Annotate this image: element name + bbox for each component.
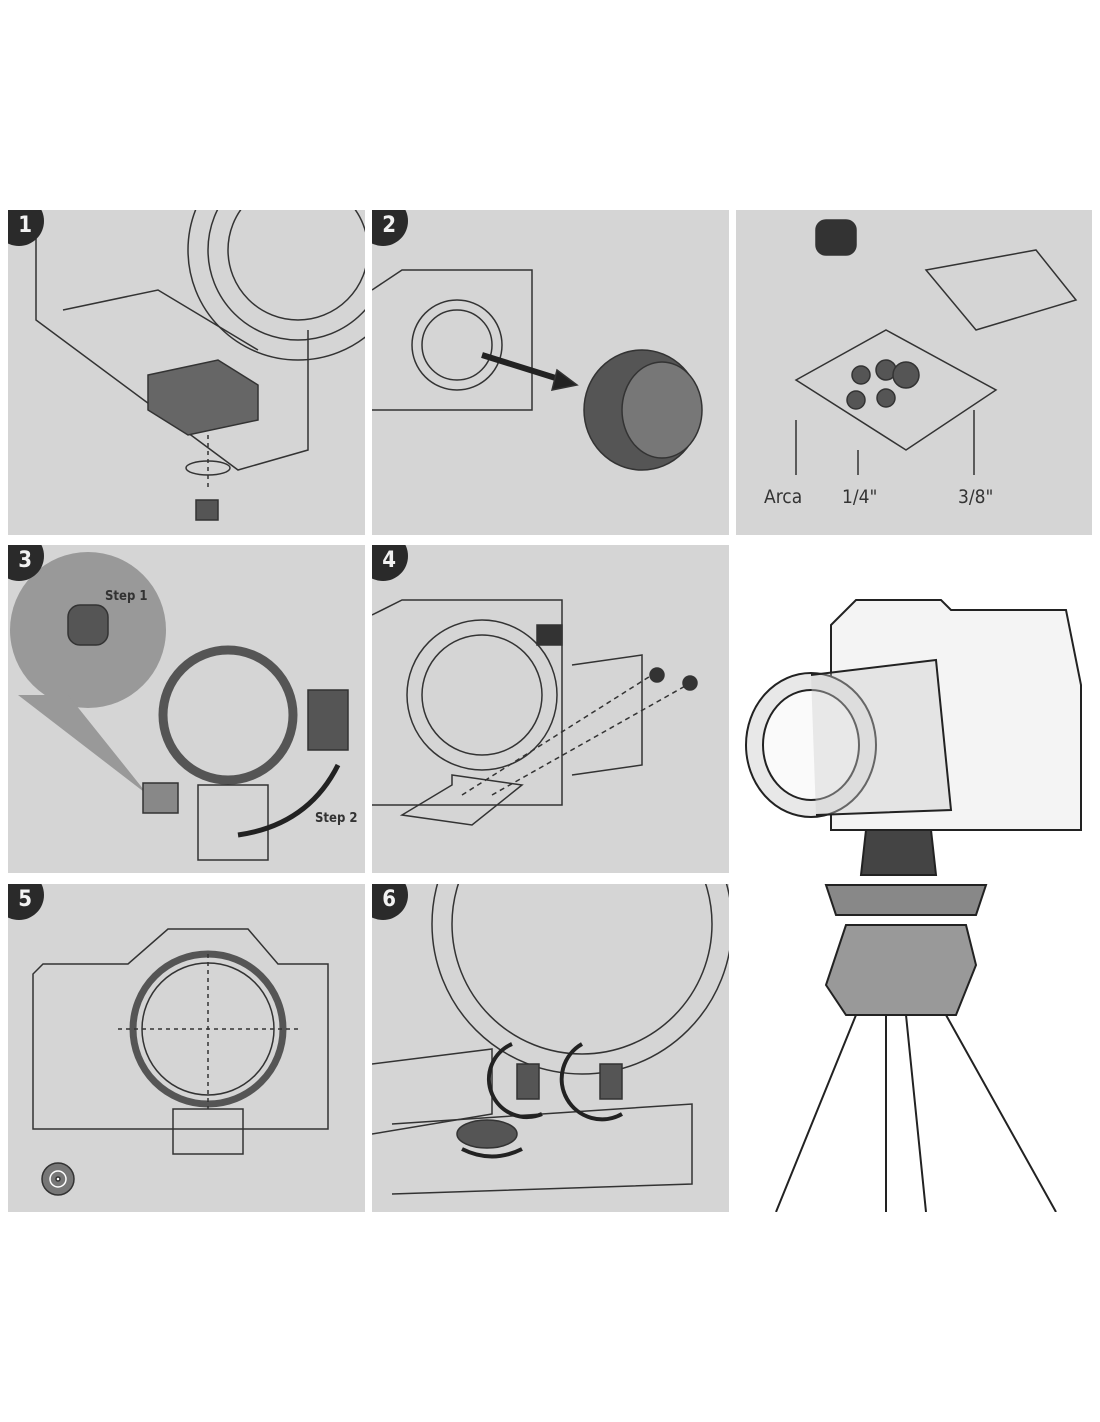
step-badge: 3 [8, 545, 44, 581]
step-badge: 5 [8, 884, 44, 920]
tripod-ring-illustration [10, 552, 349, 861]
three-eighths-inch-label: 3/8" [958, 486, 994, 508]
camera-bottom-plate-illustration [35, 210, 365, 521]
step-5-panel: 5 [8, 884, 365, 1212]
camera-on-tripod-illustration [736, 545, 1092, 1213]
step-2-panel: 2 [372, 210, 729, 535]
step-1-panel: 1 [8, 210, 365, 535]
center-alignment-illustration [32, 928, 329, 1196]
arca-label: Arca [764, 486, 803, 508]
step-3-panel: 3 Step 1 Step 2 [8, 545, 365, 873]
step-1-label: Step 1 [105, 589, 148, 604]
step-4-panel: 4 [372, 545, 729, 873]
remove-lens-illustration [372, 269, 703, 471]
plate-holes-panel: Arca 1/4" 3/8" [736, 210, 1092, 535]
quarter-inch-label: 1/4" [842, 486, 878, 508]
attach-bracket-illustration [372, 599, 698, 826]
step-2-label: Step 2 [315, 811, 358, 826]
tighten-screws-illustration [372, 884, 729, 1195]
step-6-panel: 6 [372, 884, 729, 1212]
step-badge: 4 [372, 545, 408, 581]
plate-holes-illustration [794, 219, 1078, 475]
